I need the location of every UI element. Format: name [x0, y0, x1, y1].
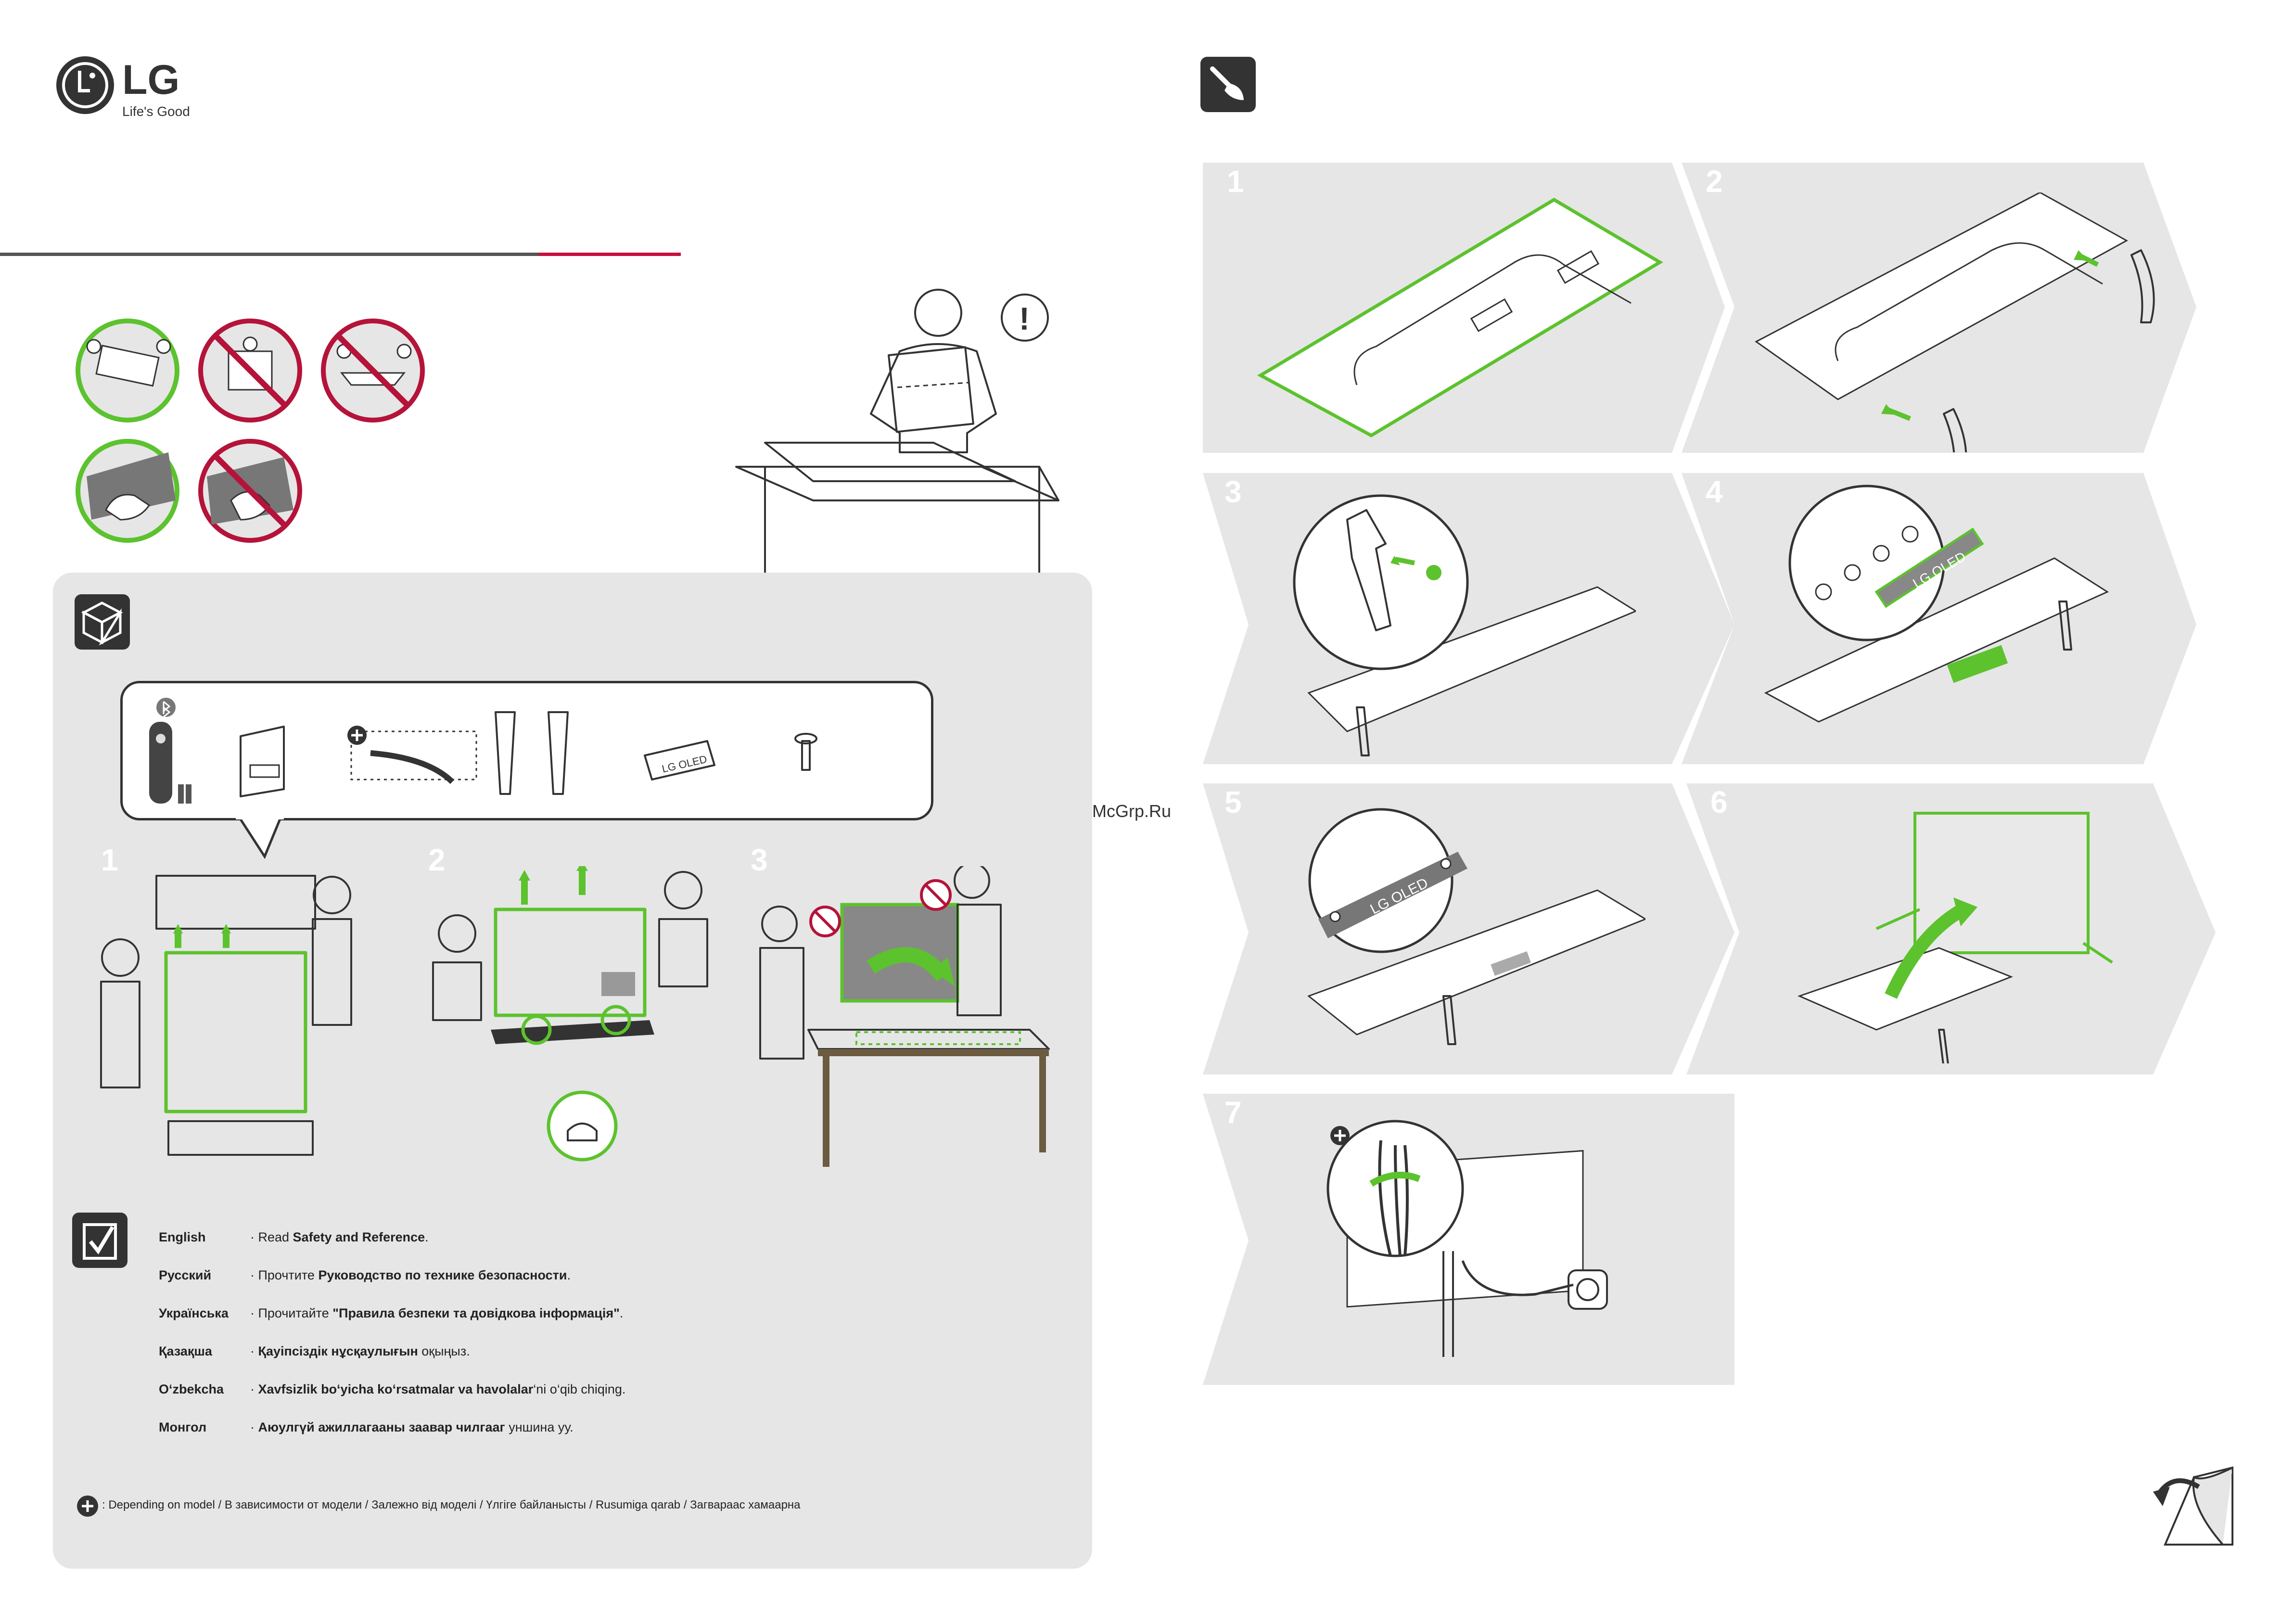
- unbox-step-2-number: 2: [428, 843, 446, 877]
- install-step-6-number: 6: [1710, 785, 1728, 819]
- lg-tagline: Life's Good: [122, 104, 190, 119]
- install-step-7-plus-icon: [1330, 1126, 1350, 1145]
- unbox-step-1-number: 1: [101, 843, 118, 877]
- install-step-5-illustration: LG OLED: [1307, 808, 1645, 1045]
- footnote-plus-icon: [77, 1496, 98, 1517]
- install-step-5-number: 5: [1224, 785, 1242, 819]
- bluetooth-icon: [156, 698, 176, 718]
- header-rule-accent: [539, 253, 681, 256]
- handling-no-lay-carry-icon: [321, 319, 425, 422]
- install-step-3-illustration: [1293, 494, 1636, 756]
- install-step-2-number: 2: [1706, 164, 1723, 199]
- remote-control-icon: [149, 722, 191, 804]
- stand-legs-icon: [495, 711, 569, 795]
- footnote-text: : Depending on model / В зависимости от …: [102, 1498, 801, 1511]
- lg-logo-mark: [56, 56, 114, 114]
- watermark: McGrp.Ru: [1092, 801, 1172, 821]
- install-step-2-illustration: [1755, 192, 2155, 452]
- install-step-4-number: 4: [1706, 474, 1723, 509]
- screw-icon: [794, 733, 817, 771]
- handling-no-flat-carry-icon: [198, 319, 302, 422]
- install-step-6-illustration: [1797, 812, 2113, 1063]
- install-step-3-number: 3: [1224, 474, 1242, 509]
- handling-ok-carry-icon: [76, 319, 179, 422]
- cable-holder-box: [350, 730, 477, 780]
- cable-holder-icon: [370, 750, 455, 784]
- install-step-4-illustration: LG OLED: [1764, 485, 2109, 723]
- unbox-step-2-illustration: [432, 866, 708, 1162]
- screwdriver-icon: [1200, 57, 1256, 112]
- logo-plate-icon: [644, 740, 715, 780]
- box-icon: [75, 594, 130, 650]
- lg-logo-letters: LG: [122, 57, 180, 103]
- warning-exclamation-icon: !: [1019, 301, 1030, 336]
- manual-icon: [240, 726, 285, 797]
- unbox-step-3-illustration: [759, 866, 1050, 1167]
- handling-illustrations: [76, 319, 425, 543]
- lg-logo: LG Life's Good: [54, 54, 198, 126]
- checklist-icon: [72, 1213, 128, 1268]
- accessories-pointer: [236, 816, 284, 859]
- install-step-1-illustration: [1257, 197, 1663, 438]
- header-rule: [0, 253, 539, 256]
- handling-no-touch-screen-icon: [198, 439, 302, 543]
- plus-circle-icon: [347, 726, 367, 745]
- page-turn-icon: [2153, 1466, 2233, 1546]
- install-step-7-illustration: [1326, 1120, 1608, 1357]
- handling-ok-touch-edge-icon: [76, 439, 179, 543]
- accessories-panel: [120, 681, 933, 820]
- install-step-1-number: 1: [1227, 164, 1244, 199]
- install-step-7-number: 7: [1224, 1095, 1242, 1130]
- unbox-step-3-number: 3: [751, 843, 768, 877]
- accessories-items: LG OLED: [149, 698, 817, 804]
- unbox-step-1-illustration: [100, 875, 352, 1156]
